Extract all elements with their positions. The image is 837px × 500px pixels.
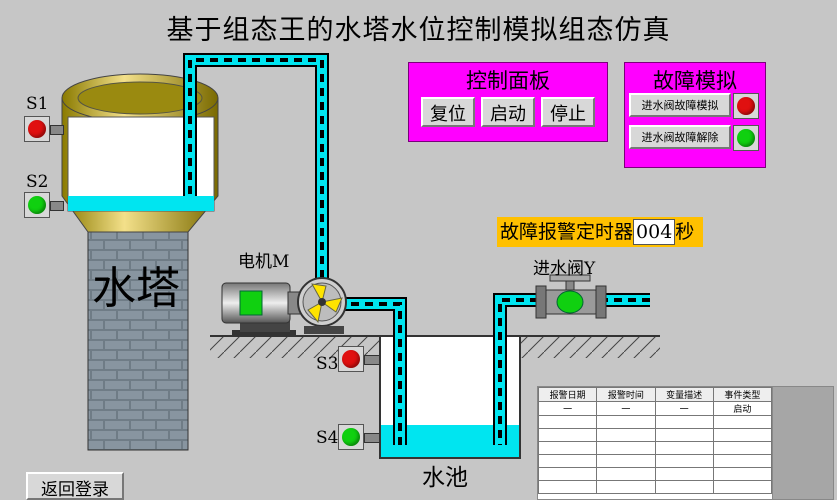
sensor-s1-label: S1 [26,94,49,114]
table-cell [654,480,714,494]
table-row [537,454,773,468]
tower-water-level [68,196,214,211]
sensor-s3-label: S3 [316,354,339,374]
table-cell [712,428,773,442]
sensor-s3 [338,346,382,372]
tower-label: 水塔 [92,263,180,314]
table-cell [654,454,714,468]
ground-right [520,336,660,358]
table-cell [596,415,656,429]
motor-label: 电机M [238,252,290,272]
table-cell [654,415,714,429]
table-cell [712,415,773,429]
sensor-s2-label: S2 [26,172,49,192]
start-button[interactable]: 启动 [481,97,535,127]
sensor-s3-lamp [342,350,360,368]
table-cell [654,467,714,481]
table-cell [596,480,656,494]
sensor-s2-lamp [28,196,46,214]
table-cell [537,415,598,429]
valve-fault-clear-button[interactable]: 进水阀故障解除 [629,125,731,149]
table-cell: 一 [537,401,598,416]
table-row [537,441,773,455]
pump [297,277,347,334]
return-login-button[interactable]: 返回登录 [26,472,124,500]
table-cell [596,467,656,481]
fault-panel: 故障模拟 进水阀故障模拟 进水阀故障解除 [624,62,766,168]
tower-column [87,231,189,451]
reset-button[interactable]: 复位 [421,97,475,127]
pool-label: 水池 [422,465,468,491]
valve-label: 进水阀Y [533,259,596,279]
table-row [537,467,773,481]
sensor-s4 [338,424,382,450]
suction-pipe [340,297,407,445]
table-row [537,415,773,429]
table-row: 一一一启动 [537,401,773,416]
alarm-timer-unit: 秒 [675,221,695,243]
motor-indicator [239,290,263,316]
table-cell [537,441,598,455]
table-cell [537,480,598,494]
outlet-pipe [183,53,329,278]
alarm-table-body: 一一一启动 [537,401,773,494]
table-cell [654,441,714,455]
table-cell: 启动 [712,401,773,416]
sensor-s1-lamp [28,120,46,138]
alarm-table-header: 报警日期报警时间变量描述事件类型 [537,387,773,402]
table-cell [712,441,773,455]
page-title: 基于组态王的水塔水位控制模拟组态仿真 [166,15,671,46]
table-cell [712,467,773,481]
table-cell [712,480,773,494]
valve [535,274,607,319]
table-cell [537,428,598,442]
table-cell [537,467,598,481]
alarm-timer-label: 故障报警定时器 [500,221,634,243]
sensor-s2 [24,192,64,218]
table-cell [596,454,656,468]
alarm-table-scroll-area [772,386,834,500]
table-row [537,480,773,494]
alarm-col-1: 报警时间 [596,387,656,402]
table-row [537,428,773,442]
fault-lamp-red [737,97,755,115]
table-cell [596,441,656,455]
table-cell [712,454,773,468]
motor [221,282,303,336]
alarm-col-2: 变量描述 [654,387,714,402]
alarm-table[interactable]: 报警日期报警时间变量描述事件类型 一一一启动 [537,386,773,500]
ground-left [210,336,380,358]
table-cell [654,428,714,442]
alarm-timer-value: 004 [633,219,676,245]
control-panel-title: 控制面板 [466,69,550,93]
alarm-col-0: 报警日期 [537,387,598,402]
sensor-s1 [24,116,64,142]
sensor-s4-lamp [342,428,360,446]
control-panel: 控制面板 复位 启动 停止 [408,62,608,142]
alarm-col-3: 事件类型 [712,387,773,402]
valve-indicator [556,290,584,314]
stop-button[interactable]: 停止 [541,97,595,127]
fault-panel-title: 故障模拟 [653,69,737,93]
fault-lamp-green [737,129,755,147]
table-cell [537,454,598,468]
table-cell [596,428,656,442]
table-cell: 一 [596,401,656,416]
valve-fault-simulate-button[interactable]: 进水阀故障模拟 [629,93,731,117]
sensor-s4-label: S4 [316,428,339,448]
table-cell: 一 [654,401,714,416]
